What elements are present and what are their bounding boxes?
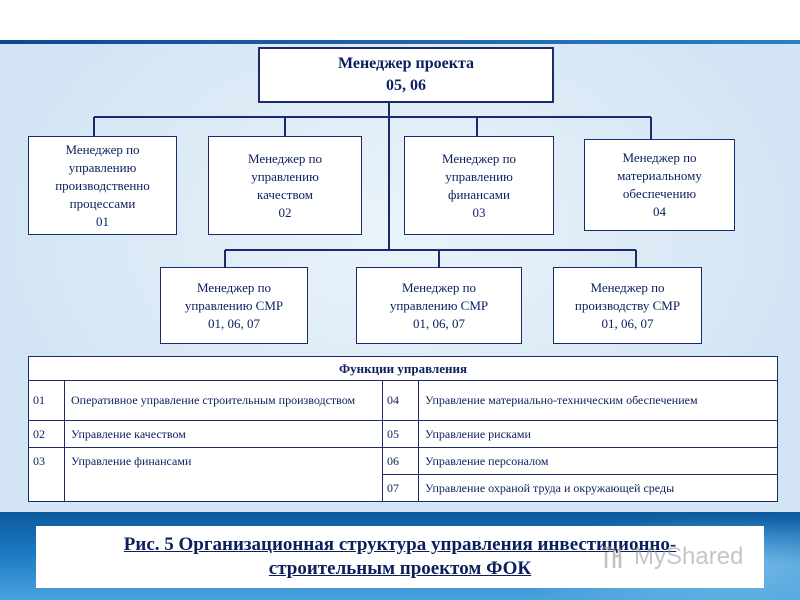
node-codes: 05, 06 bbox=[386, 77, 426, 94]
table-row: 07 Управление охраной труда и окружающей… bbox=[29, 474, 778, 502]
caption-line-1: Рис. 5 Организационная структура управле… bbox=[123, 534, 677, 555]
node-line: Менеджер по bbox=[622, 150, 697, 165]
node-line: обеспечению bbox=[622, 186, 697, 201]
function-text: Управление материально-техническим обесп… bbox=[418, 380, 778, 421]
node-codes: 04 bbox=[653, 204, 666, 219]
node-line: производственно bbox=[55, 177, 150, 193]
node-codes: 01, 06, 07 bbox=[208, 315, 260, 331]
function-code: 04 bbox=[382, 380, 419, 421]
node-material-supply-manager: Менеджер по материальному обеспечению 04 bbox=[584, 139, 735, 231]
node-line: Менеджер по bbox=[401, 279, 477, 295]
node-line: процессами bbox=[69, 195, 136, 211]
node-line: материальному bbox=[617, 168, 702, 183]
node-line: Менеджер по bbox=[441, 150, 517, 166]
slide-top-bar bbox=[0, 0, 800, 42]
function-code: 07 bbox=[382, 474, 419, 502]
table-row: 02 Управление качеством 05 Управление ри… bbox=[28, 420, 778, 448]
functions-table-header: Функции управления bbox=[28, 356, 778, 381]
function-code: 05 bbox=[382, 420, 419, 448]
node-codes: 01, 06, 07 bbox=[601, 315, 654, 331]
node-line: Менеджер по bbox=[196, 279, 272, 295]
node-line: Менеджер по bbox=[590, 279, 665, 295]
table-row: 03 Управление финансами 06 Управление пе… bbox=[28, 447, 778, 502]
node-line: финансами bbox=[448, 186, 510, 202]
node-line: производству СМР bbox=[574, 297, 681, 313]
node-line: Менеджер по bbox=[65, 141, 140, 157]
functions-table: Функции управления 01 Оперативное управл… bbox=[28, 356, 778, 502]
node-smr-manager-2: Менеджер по управлению СМР 01, 06, 07 bbox=[356, 267, 522, 344]
node-line: Менеджер по bbox=[247, 150, 323, 166]
node-line: управлению СМР bbox=[389, 297, 489, 313]
function-text: Управление финансами bbox=[64, 447, 383, 502]
node-codes: 01, 06, 07 bbox=[413, 315, 465, 331]
node-codes: 02 bbox=[278, 204, 292, 220]
figure-caption: Рис. 5 Организационная структура управле… bbox=[36, 526, 764, 588]
node-smr-manager-1: Менеджер по управлению СМР 01, 06, 07 bbox=[160, 267, 308, 344]
node-project-manager: Менеджер проекта 05, 06 bbox=[258, 47, 554, 103]
function-text: Управление рисками bbox=[418, 420, 778, 448]
table-row: 01 Оперативное управление строительным п… bbox=[28, 380, 778, 421]
caption-line-2: строительным проектом ФОК bbox=[268, 558, 532, 579]
node-codes: 01 bbox=[96, 213, 109, 229]
function-code: 01 bbox=[28, 380, 65, 421]
function-code: 06 bbox=[382, 447, 419, 475]
function-code: 02 bbox=[28, 420, 65, 448]
node-smr-production-manager: Менеджер по производству СМР 01, 06, 07 bbox=[553, 267, 702, 344]
node-line: управлению bbox=[445, 168, 513, 184]
node-production-manager: Менеджер по управлению производственно п… bbox=[28, 136, 177, 235]
function-text: Оперативное управление строительным прои… bbox=[64, 380, 383, 421]
node-line: управлению bbox=[251, 168, 319, 184]
node-finance-manager: Менеджер по управлению финансами 03 bbox=[404, 136, 554, 235]
function-text: Управление охраной труда и окружающей ср… bbox=[418, 474, 778, 502]
function-code: 03 bbox=[28, 447, 65, 502]
function-text: Управление персоналом bbox=[418, 447, 778, 475]
node-line: управлению bbox=[68, 159, 137, 175]
node-line: управлению СМР bbox=[184, 297, 284, 313]
function-text: Управление качеством bbox=[64, 420, 383, 448]
node-codes: 03 bbox=[472, 204, 486, 220]
node-quality-manager: Менеджер по управлению качеством 02 bbox=[208, 136, 362, 235]
node-line: качеством bbox=[257, 186, 313, 202]
node-title: Менеджер проекта bbox=[337, 55, 475, 72]
slide-top-line bbox=[0, 40, 800, 44]
